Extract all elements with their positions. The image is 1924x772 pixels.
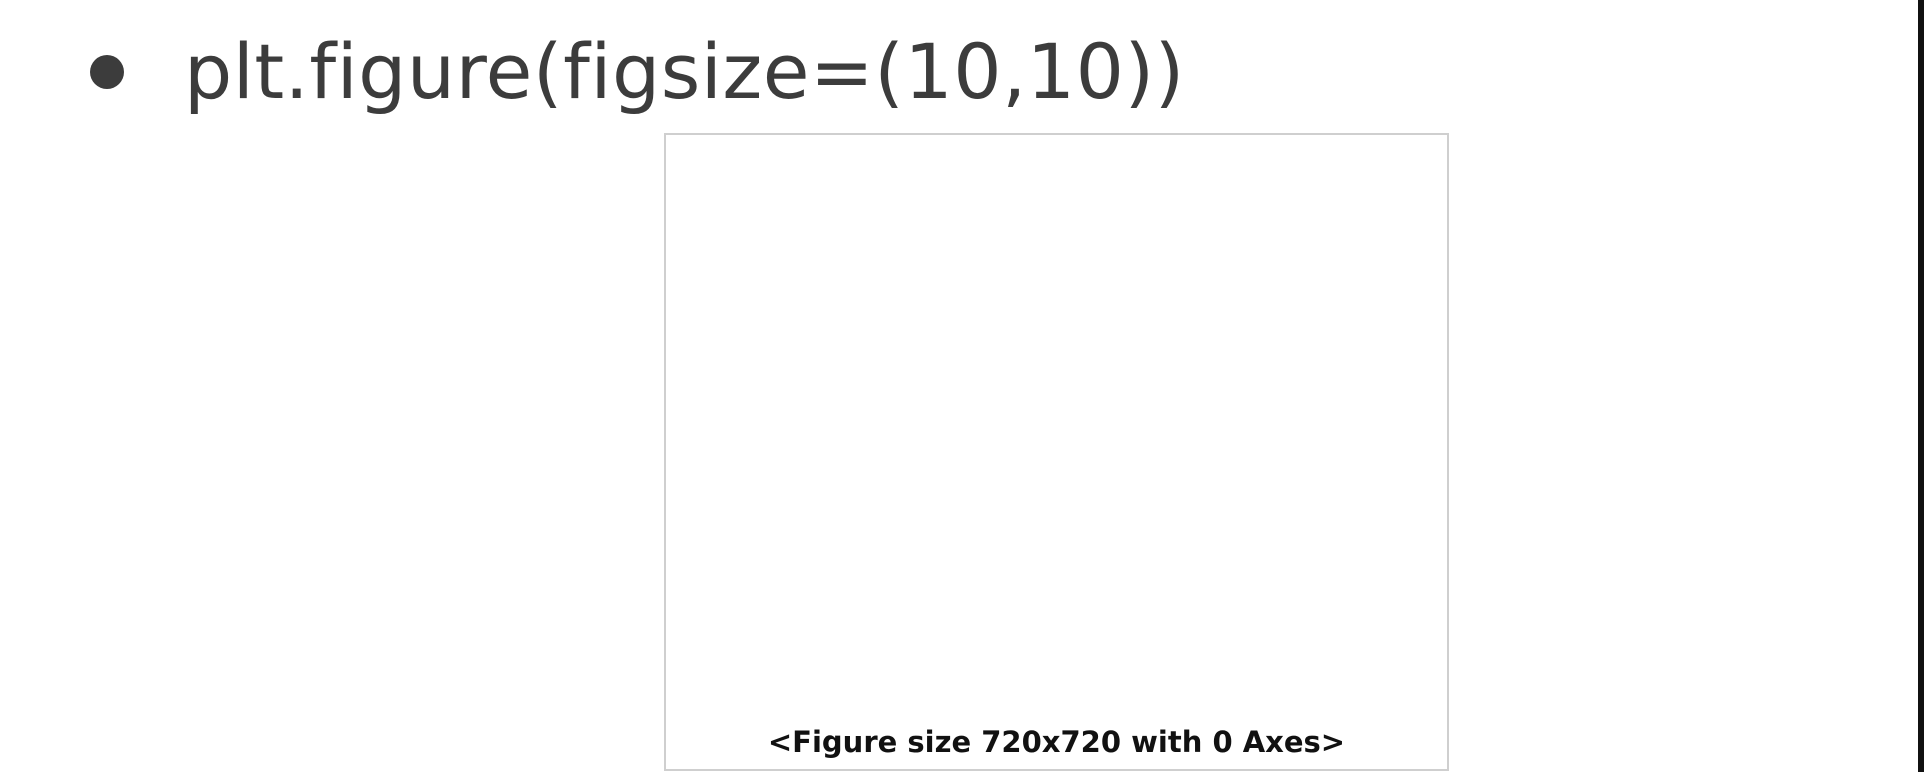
bullet-item: plt.figure(figsize=(10,10)) <box>90 22 1185 122</box>
bullet-dot-icon <box>90 55 124 89</box>
window-edge-bar <box>1918 0 1924 772</box>
bullet-text: plt.figure(figsize=(10,10)) <box>184 27 1185 116</box>
figure-output-box: <Figure size 720x720 with 0 Axes> <box>664 133 1449 771</box>
figure-caption: <Figure size 720x720 with 0 Axes> <box>767 725 1346 759</box>
